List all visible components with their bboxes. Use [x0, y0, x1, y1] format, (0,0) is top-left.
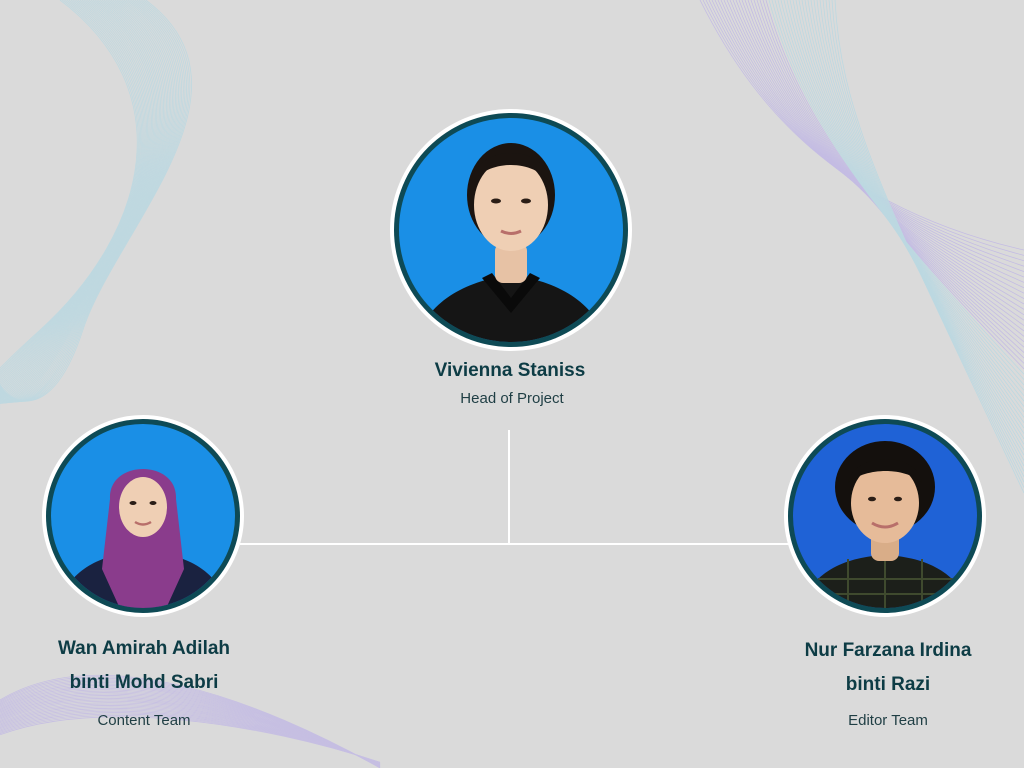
wave-line [798, 0, 1024, 429]
wave-line [831, 0, 1024, 488]
wave-top-right [699, 0, 1024, 494]
left-role: Content Team [97, 712, 191, 729]
wave-line [0, 0, 141, 409]
wave-line [0, 0, 144, 407]
wave-line [786, 0, 1024, 407]
wave-line [0, 0, 143, 408]
wave-line [828, 0, 1024, 483]
wave-line [813, 0, 1024, 456]
wave-line [0, 0, 155, 402]
wave-line [729, 0, 1024, 305]
wave-top-left [0, 0, 192, 410]
wave-line [759, 0, 1024, 359]
wave-line [741, 0, 1024, 326]
wave-line [792, 0, 1024, 418]
wave-line [699, 0, 1024, 251]
right-name-line2: binti Razi [845, 674, 931, 695]
wave-line [0, 0, 154, 402]
wave-bottom-left [0, 674, 381, 768]
wave-line [789, 0, 1024, 413]
wave-line [735, 0, 1024, 316]
wave-line [780, 0, 1024, 397]
right-role: Editor Team [848, 712, 928, 729]
wave-line [765, 0, 1024, 370]
connector-vertical [508, 430, 510, 545]
wave-line [774, 0, 1024, 386]
wave-line [750, 0, 1024, 343]
wave-line [0, 0, 159, 403]
wave-line [0, 0, 140, 409]
wave-line [0, 0, 160, 404]
wave-line [771, 0, 1024, 380]
wave-line [744, 0, 1024, 332]
head-role: Head of Project [460, 390, 564, 407]
wave-line [753, 0, 1024, 348]
wave-line [768, 0, 1024, 375]
wave-line [0, 0, 156, 401]
wave-line [0, 0, 148, 405]
head-portrait-frame [390, 109, 632, 351]
head-portrait-photo [399, 118, 623, 342]
wave-line [720, 0, 1024, 289]
wave-line [723, 0, 1024, 294]
wave-line [717, 0, 1024, 283]
wave-line [738, 0, 1024, 321]
wave-line [0, 716, 381, 763]
left-portrait-photo [51, 424, 235, 608]
wave-line [702, 0, 1024, 256]
wave-line [807, 0, 1024, 445]
left-portrait-ring [46, 419, 240, 613]
wave-line [762, 0, 1024, 364]
head-portrait-ring [394, 113, 628, 347]
left-name-line2: binti Mohd Sabri [69, 672, 219, 693]
left-name-line1: Wan Amirah Adilah [57, 638, 231, 659]
right-portrait-ring [788, 419, 982, 613]
wave-line [834, 0, 1024, 494]
wave-line [777, 0, 1024, 391]
connector-horizontal [240, 543, 792, 545]
right-portrait-photo [793, 424, 977, 608]
wave-line [756, 0, 1024, 353]
wave-line [0, 0, 139, 410]
wave-line [0, 0, 145, 407]
right-portrait-frame [784, 415, 986, 617]
wave-line [0, 0, 192, 402]
wave-line [732, 0, 1024, 310]
wave-line [804, 0, 1024, 440]
wave-line [801, 0, 1024, 434]
wave-line [810, 0, 1024, 451]
right-name-line1: Nur Farzana Irdina [804, 640, 972, 661]
wave-line [0, 0, 147, 405]
head-name: Vivienna Staniss [434, 360, 586, 381]
wave-line [783, 0, 1024, 402]
wave-line [0, 0, 150, 404]
wave-line [825, 0, 1024, 477]
left-portrait-frame [42, 415, 244, 617]
wave-line [822, 0, 1024, 472]
wave-line [726, 0, 1024, 299]
wave-line [819, 0, 1024, 467]
wave-line [0, 0, 146, 406]
wave-line [705, 0, 1024, 262]
wave-line [0, 0, 138, 410]
wave-line [708, 0, 1024, 267]
wave-line [816, 0, 1024, 461]
wave-line [747, 0, 1024, 337]
wave-line [795, 0, 1024, 424]
